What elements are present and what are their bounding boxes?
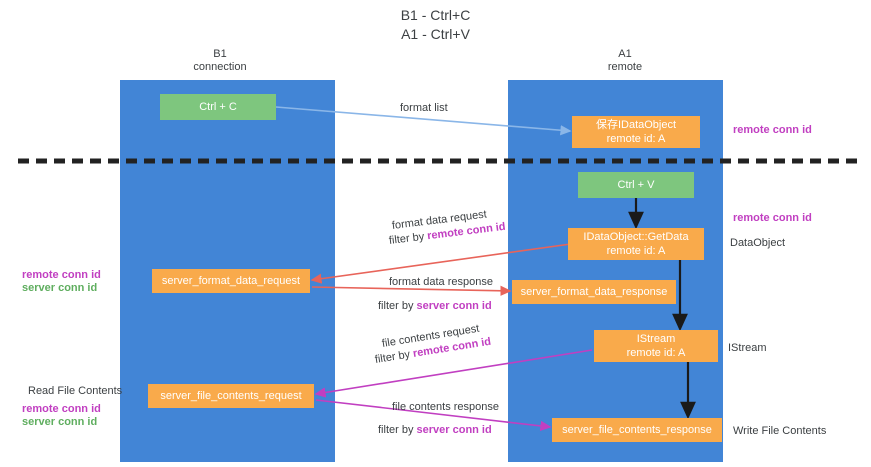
filter-prefix-2: filter by bbox=[378, 300, 417, 312]
node-istream-line2: remote id: A bbox=[626, 347, 686, 359]
node-server-file-contents-request[interactable]: server_file_contents_request bbox=[148, 384, 314, 408]
node-ctrl-v[interactable]: Ctrl + V bbox=[578, 172, 694, 198]
page-title: B1 - Ctrl+C A1 - Ctrl+V bbox=[0, 6, 871, 44]
edge-label-format-data-response-filter: filter by server conn id bbox=[378, 299, 492, 313]
annotation-dataobject: DataObject bbox=[730, 237, 786, 249]
node-server-file-contents-request-label: server_file_contents_request bbox=[160, 390, 302, 402]
annotation-remote-conn-id-mid: remote conn id bbox=[733, 212, 812, 224]
lane-header-b1-name: B1 bbox=[213, 48, 227, 60]
annotation-left-server-conn-id-b: server conn id bbox=[22, 416, 98, 428]
annotation-left-server-conn-id-a: server conn id bbox=[22, 282, 98, 294]
lane-header-b1: B1 connection bbox=[150, 48, 290, 74]
lane-header-b1-sub: connection bbox=[193, 61, 247, 73]
lane-header-a1-name: A1 bbox=[618, 48, 632, 60]
node-save-idataobject-line2: remote id: A bbox=[606, 133, 666, 145]
filter-prefix-1: filter by bbox=[388, 230, 428, 247]
filter-key-server-conn-id-2: server conn id bbox=[416, 424, 492, 436]
node-server-format-data-response[interactable]: server_format_data_response bbox=[512, 280, 676, 304]
node-idataobject-getdata-line2: remote id: A bbox=[606, 245, 666, 257]
node-idataobject-getdata[interactable]: IDataObject::GetData remote id: A bbox=[568, 228, 704, 260]
annotation-remote-conn-id-top: remote conn id bbox=[733, 124, 812, 136]
title-line-2: A1 - Ctrl+V bbox=[401, 26, 470, 42]
lane-header-a1-sub: remote bbox=[607, 61, 643, 73]
edge-label-file-contents-response: file contents response bbox=[392, 401, 500, 413]
annotation-istream: IStream bbox=[728, 342, 767, 354]
annotation-left-remote-conn-id-a: remote conn id bbox=[22, 269, 101, 281]
node-server-format-data-response-label: server_format_data_response bbox=[520, 286, 668, 298]
edge-label-format-data-response: format data response bbox=[389, 276, 493, 288]
annotation-write-file-contents: Write File Contents bbox=[733, 425, 827, 437]
filter-key-server-conn-id-1: server conn id bbox=[416, 300, 492, 312]
node-ctrl-c[interactable]: Ctrl + C bbox=[160, 94, 276, 120]
annotation-read-file-contents: Read File Contents bbox=[28, 385, 123, 397]
edge-label-file-contents-response-filter: filter by server conn id bbox=[378, 423, 492, 437]
node-save-idataobject-line1: 保存IDataObject bbox=[595, 119, 677, 131]
node-server-file-contents-response-label: server_file_contents_response bbox=[562, 424, 712, 436]
edge-label-format-data-request-filter: filter by remote conn id bbox=[388, 221, 506, 248]
filter-prefix-3: filter by bbox=[374, 348, 414, 366]
node-server-format-data-request-label: server_format_data_request bbox=[161, 275, 301, 287]
node-server-file-contents-response[interactable]: server_file_contents_response bbox=[552, 418, 722, 442]
node-ctrl-v-label: Ctrl + V bbox=[617, 179, 655, 191]
filter-prefix-4: filter by bbox=[378, 424, 417, 436]
node-server-format-data-request[interactable]: server_format_data_request bbox=[152, 269, 310, 293]
annotation-left-remote-conn-id-b: remote conn id bbox=[22, 403, 101, 415]
node-save-idataobject[interactable]: 保存IDataObject remote id: A bbox=[572, 116, 700, 148]
lane-header-a1: A1 remote bbox=[555, 48, 695, 74]
edge-label-file-contents-request-filter: filter by remote conn id bbox=[374, 336, 492, 367]
title-line-1: B1 - Ctrl+C bbox=[400, 7, 471, 23]
node-istream-line1: IStream bbox=[636, 333, 676, 345]
edge-label-format-list: format list bbox=[400, 102, 448, 114]
node-idataobject-getdata-line1: IDataObject::GetData bbox=[583, 231, 689, 243]
node-istream[interactable]: IStream remote id: A bbox=[594, 330, 718, 362]
node-ctrl-c-label: Ctrl + C bbox=[199, 101, 237, 113]
